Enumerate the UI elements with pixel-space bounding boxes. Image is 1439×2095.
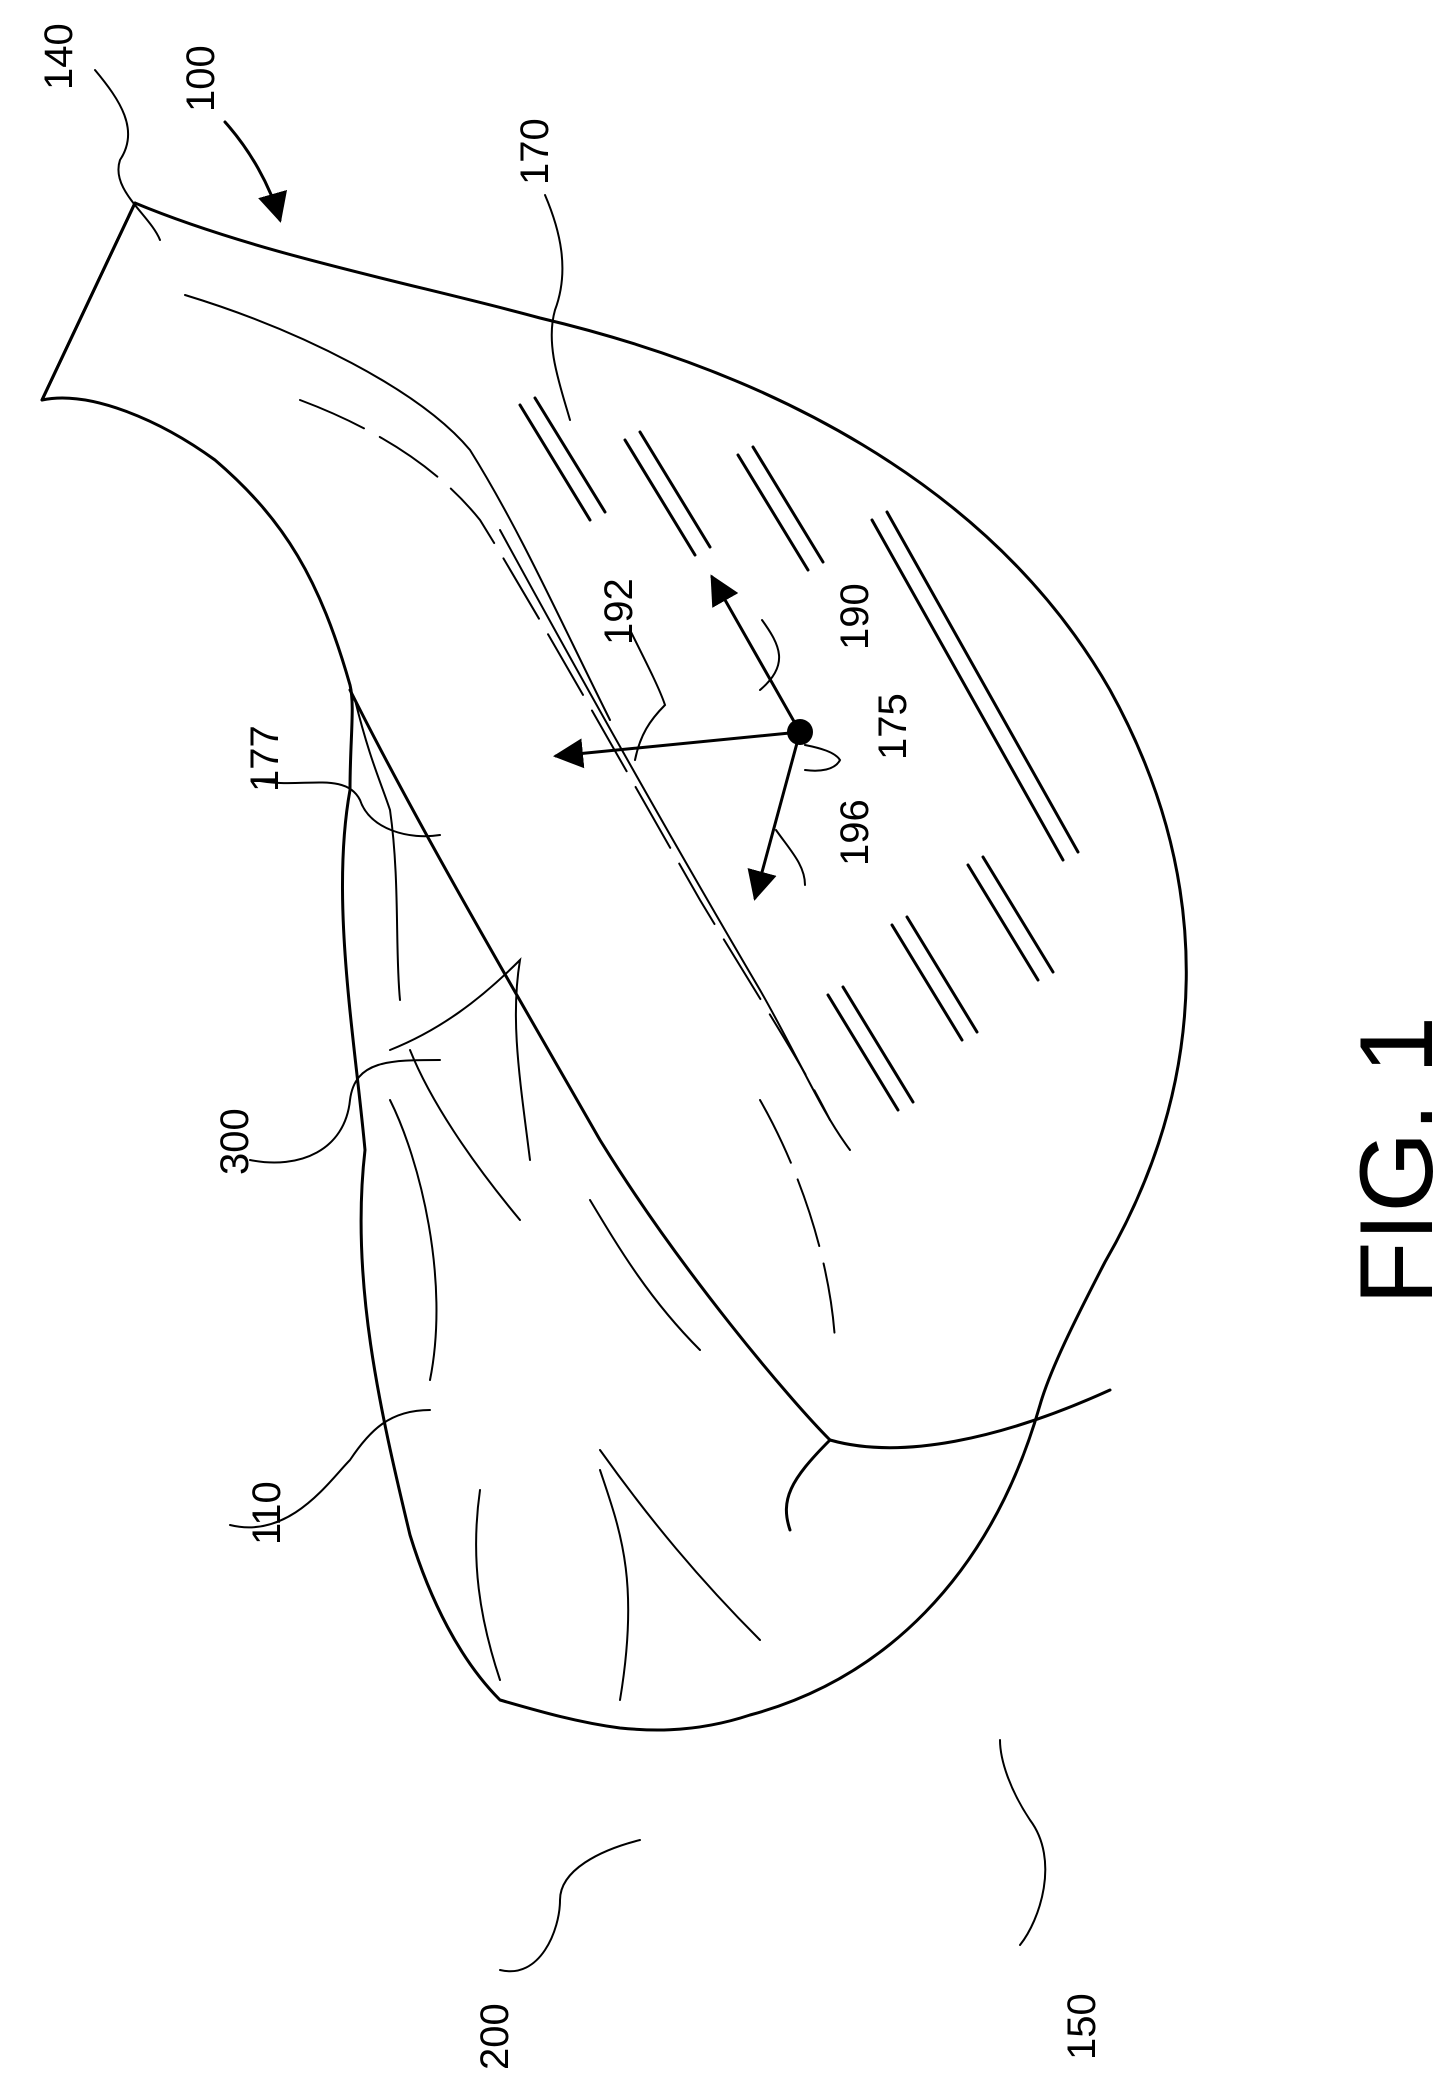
leader-lines	[95, 70, 1045, 1971]
axis-192	[556, 732, 800, 756]
label-200: 200	[473, 2003, 517, 2070]
face-contour	[185, 295, 610, 720]
face-bottom-edge	[830, 1390, 1110, 1448]
face-contour-dashed	[300, 400, 830, 1120]
label-140: 140	[37, 23, 81, 90]
face-inner-dashed	[760, 1100, 835, 1340]
score-lines	[520, 398, 1078, 1110]
club-head-outline	[42, 203, 1186, 1730]
figure-caption: FIG. 1	[1339, 1016, 1439, 1305]
label-175: 175	[871, 693, 915, 760]
label-100: 100	[179, 45, 223, 112]
label-196: 196	[833, 799, 877, 866]
label-300: 300	[213, 1108, 257, 1175]
coordinate-system	[556, 577, 813, 898]
label-177: 177	[243, 725, 287, 792]
axis-196	[755, 732, 800, 898]
axis-190	[712, 577, 800, 732]
label-150: 150	[1060, 1993, 1104, 2060]
face-top-edge	[350, 690, 830, 1440]
label-170: 170	[513, 118, 557, 185]
label-192: 192	[597, 578, 641, 645]
label-190: 190	[833, 583, 877, 650]
sole-transition	[786, 1440, 830, 1530]
reference-labels: 140 100 170 192 190 175 196 177 300 110 …	[37, 23, 1104, 2070]
label-110: 110	[245, 1481, 289, 1545]
